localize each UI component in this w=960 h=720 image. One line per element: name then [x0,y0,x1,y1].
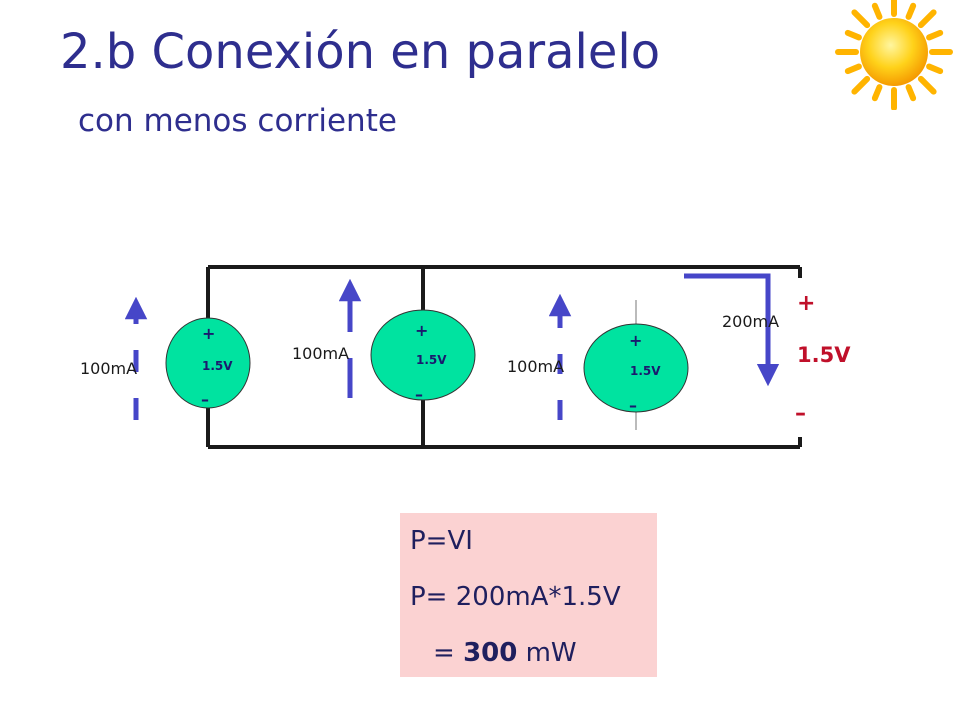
sun-ray [871,84,883,102]
power-formula: P=VI [410,526,473,556]
sun-ray [905,84,917,102]
cell-minus-label: – [629,396,637,415]
sun-ray [851,9,871,29]
cell-1-current-label: 100mA [80,359,137,378]
power-result-value: 300 [463,638,518,668]
sun-ray [844,29,862,41]
cell-voltage-label: 1.5V [416,353,447,367]
cell-plus-label: + [415,321,428,340]
output-minus-label: – [795,401,806,426]
cell-plus-label: + [202,324,215,343]
power-result-unit: mW [517,638,577,668]
output-voltage-label: 1.5V [797,343,851,367]
cell-body [370,309,476,401]
cell-body [583,323,689,413]
cell-voltage-label: 1.5V [202,359,233,373]
sun-icon [835,0,953,110]
sun-ray [926,29,944,41]
slide-subtitle: con menos corriente [78,103,397,139]
cell-minus-label: – [201,390,209,409]
sun-ray [851,75,871,95]
slide-title: 2.b Conexión en paralelo [60,24,661,80]
output-current-arrow [684,273,780,387]
output-current-label: 200mA [722,312,779,331]
cell-3-current-label: 100mA [507,357,564,376]
sun-ray [844,63,862,75]
cell-minus-label: – [415,385,423,404]
cell-plus-label: + [629,331,642,350]
cell-2: + 1.5V – [370,309,476,404]
sun-ray [917,75,937,95]
circuit-wires [206,265,802,449]
output-plus-label: + [797,291,815,316]
cell-2-current-label: 100mA [292,344,349,363]
power-calculation: P= 200mA*1.5V [410,582,621,612]
sun-ray [926,63,944,75]
sun-ray [917,9,937,29]
sun-ray [871,2,883,20]
cell-body [165,317,251,409]
cell-1: + 1.5V – [165,317,251,409]
sun-ray [905,2,917,20]
power-calculation-box: P=VI P= 200mA*1.5V = 300 mW [400,513,657,677]
power-result: = 300 mW [433,638,577,668]
cell-3: + 1.5V – [583,323,689,415]
power-result-prefix: = [433,638,464,668]
cell-voltage-label: 1.5V [630,364,661,378]
